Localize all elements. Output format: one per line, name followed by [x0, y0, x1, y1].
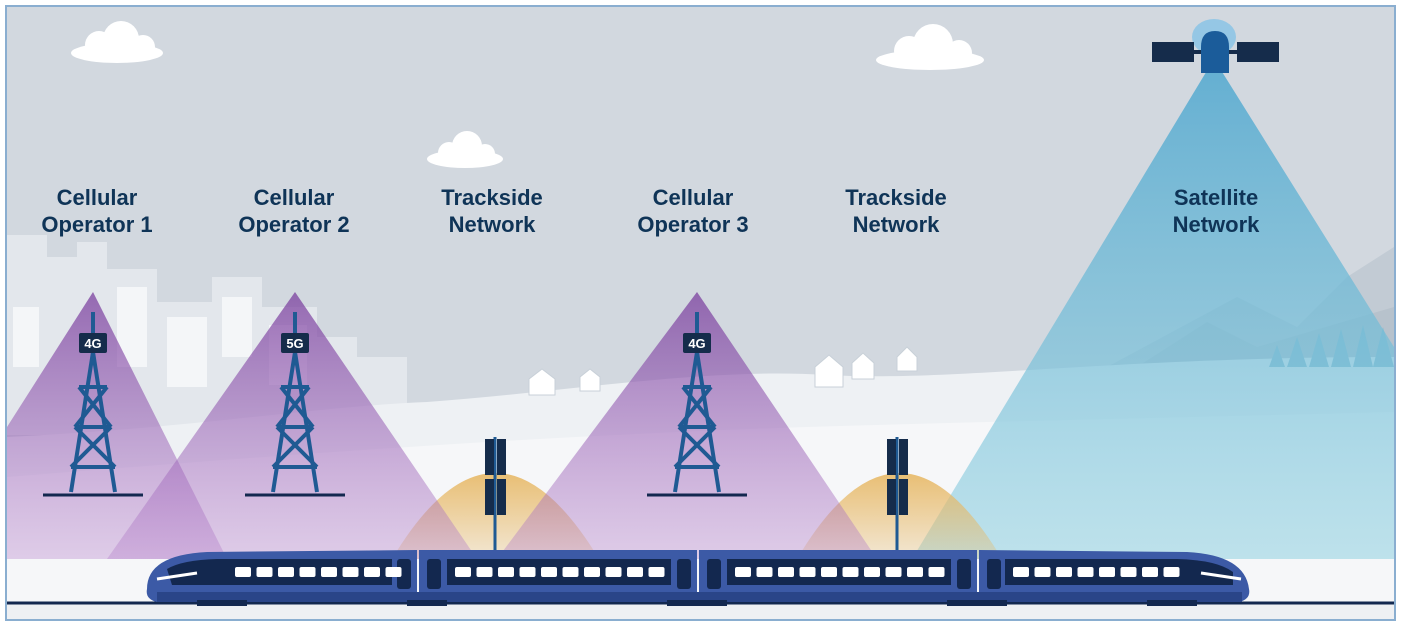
cloud-icon — [427, 131, 503, 168]
train-window — [342, 567, 359, 577]
train-window — [1142, 567, 1158, 577]
train-window — [256, 567, 273, 577]
train-window — [605, 567, 622, 577]
train-window — [1120, 567, 1137, 577]
label-satellite-network-line1: Satellite — [1174, 185, 1258, 210]
train-window — [455, 567, 471, 577]
train-window — [627, 567, 643, 577]
train-window — [756, 567, 773, 577]
train-window — [321, 567, 337, 577]
train-window — [1013, 567, 1029, 577]
trackside-antenna-icon-1 — [485, 437, 506, 552]
badge-label-1: 4G — [84, 336, 101, 351]
label-trackside-network-1-line1: Trackside — [441, 185, 543, 210]
diagram-frame: 4G 5G 4G — [5, 5, 1396, 621]
train-window — [299, 567, 316, 577]
train-window — [278, 567, 294, 577]
train-window — [1099, 567, 1115, 577]
train-window — [928, 567, 945, 577]
train-window — [385, 567, 402, 577]
train-window — [1056, 567, 1072, 577]
satellite-beam — [912, 59, 1394, 559]
train-window — [364, 567, 380, 577]
cell-tower-icon-1 — [43, 312, 143, 497]
train-window — [842, 567, 859, 577]
rail-connectivity-diagram: 4G 5G 4G — [7, 7, 1394, 619]
label-satellite-network-line2: Network — [1173, 212, 1261, 237]
satellite-icon — [1152, 19, 1279, 73]
train-window — [519, 567, 536, 577]
train-window — [864, 567, 880, 577]
village-houses — [528, 346, 918, 396]
train-window — [778, 567, 794, 577]
label-trackside-network-2-line1: Trackside — [845, 185, 947, 210]
tower-badge-3 — [683, 333, 711, 353]
cloud-icon — [71, 21, 163, 63]
train-window — [584, 567, 600, 577]
train-window — [1163, 567, 1180, 577]
train-window — [1077, 567, 1094, 577]
label-cellular-operator-3-line1: Cellular — [653, 185, 734, 210]
tower-badge-2 — [281, 333, 309, 353]
train-window — [907, 567, 923, 577]
train-window — [541, 567, 557, 577]
label-trackside-network-1-line2: Network — [449, 212, 537, 237]
train-window — [476, 567, 493, 577]
label-cellular-operator-3-line2: Operator 3 — [637, 212, 748, 237]
label-cellular-operator-1-line2: Operator 1 — [41, 212, 152, 237]
train-window — [1034, 567, 1051, 577]
train-window — [885, 567, 902, 577]
train-window — [235, 567, 251, 577]
tower-badge-1 — [79, 333, 107, 353]
cell-tower-icon-3 — [647, 312, 747, 497]
trackside-antenna-icon-2 — [887, 437, 908, 552]
label-trackside-network-2-line2: Network — [853, 212, 941, 237]
label-cellular-operator-1-line1: Cellular — [57, 185, 138, 210]
label-cellular-operator-2-line1: Cellular — [254, 185, 335, 210]
ground — [7, 603, 1394, 619]
cell-tower-icon-2 — [245, 312, 345, 497]
label-cellular-operator-2-line2: Operator 2 — [238, 212, 349, 237]
train-window — [799, 567, 816, 577]
train-window — [821, 567, 837, 577]
train-windows — [235, 567, 1180, 577]
train-window — [562, 567, 579, 577]
badge-label-3: 4G — [688, 336, 705, 351]
train-window — [648, 567, 665, 577]
badge-label-2: 5G — [286, 336, 303, 351]
train-window — [735, 567, 751, 577]
train-window — [498, 567, 514, 577]
cloud-icon — [876, 24, 984, 70]
